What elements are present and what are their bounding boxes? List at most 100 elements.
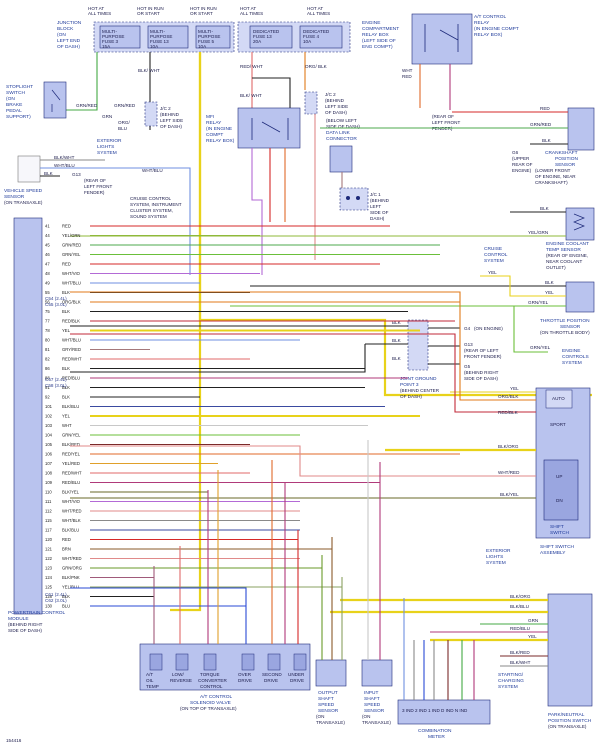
iss-l6: TRANSAXLE) (362, 720, 391, 725)
pcm-pin-color-label: WHT/BLK (62, 518, 81, 523)
g13-l3: FRONT FENDER) (464, 354, 502, 359)
lbl-pn-blkwht: BLK/WHT (510, 660, 531, 665)
dedicated-fuse-4 (299, 25, 343, 49)
iss-l3: SPEED (364, 702, 381, 708)
pcm-pin-color-label: BLK (62, 366, 70, 371)
pcm-l1: POWERTRAIN CONTROL (8, 610, 66, 616)
pcm-l2: MODULE (8, 616, 29, 622)
lbl-pn-blkorg: BLK/ORG (510, 594, 531, 599)
sol-at-oil: A/T (146, 672, 153, 677)
mfi-relay-symbol (251, 118, 289, 140)
pcm-pin-number: 108 (45, 471, 53, 476)
pcm-pin-color-label: GRN/YEL (62, 252, 81, 257)
fuse3-text2: PURPOSE (102, 34, 124, 39)
mfi-l4: COMPT (206, 132, 223, 138)
pcm-pin-number: 55 (45, 290, 50, 295)
oss-l4: SENSOR (318, 708, 339, 714)
pcm-pin-number: 123 (45, 566, 53, 571)
data-link-connector (329, 145, 353, 173)
jc1-l2: (BEHIND (370, 198, 390, 203)
lbl-orgblk: ORG/ BLK (305, 64, 328, 69)
junction-block-label: JUNCTION (57, 20, 82, 26)
stoplight-l5: PEDAL (6, 108, 22, 114)
dlc-l2: SIDE OF DASH) (326, 124, 360, 129)
pcm-pin-number: 81 (45, 347, 50, 352)
pcm-pin-number: 56 (45, 300, 50, 305)
ded4-t1: DEDICATED (303, 29, 330, 34)
sol-tcc3: CONTROL (200, 684, 223, 689)
lbl-grnred2: GRN/RED (114, 103, 136, 108)
jc1-l5: DASH) (370, 216, 385, 221)
at-control-relay (411, 13, 473, 65)
vss-l1: VEHICLE SPEED (4, 188, 43, 194)
pcm-pin-number: 41 (45, 224, 50, 229)
up-label: UP (556, 474, 562, 479)
ded4-t2: FUSE 4 (303, 34, 320, 39)
pcm-pin-number: 122 (45, 556, 53, 561)
atcr-l3: (IN ENGINE COMPT (474, 26, 519, 32)
pcm-l4: SIDE OF DASH) (8, 628, 42, 633)
stoplight-l3: (ON (6, 96, 15, 102)
wire-ss-redblk (70, 333, 536, 413)
cm-label2: METER (428, 734, 445, 740)
fuse3-text: MULTI- (102, 29, 117, 34)
sol-sd: SECOND (262, 672, 282, 677)
pcm-pin-number: 45 (45, 243, 50, 248)
pcm-pin-color-label: GRY/RED (62, 347, 81, 352)
pcm-connector-label: C54 (2.4L) (45, 296, 67, 301)
pcm-pin-number: 125 (45, 585, 53, 590)
pcm-pin-color-label: RED/YEL (62, 452, 81, 457)
coolant-resistor-symbol (573, 213, 585, 231)
at-control-solenoid-valve (139, 643, 311, 691)
stoplight-l1: STOPLIGHT (6, 84, 33, 90)
lbl-redwht: RED/ WHT (240, 64, 263, 69)
g13-top2: LEFT FRONT (432, 120, 460, 125)
pcm-pin-color-label: BLK (62, 594, 70, 599)
sol-od2: DRIVE (238, 678, 252, 683)
label-hot-run-2: HOT IN RUN (190, 6, 217, 11)
ded13-t1: DEDICATED (253, 29, 280, 34)
wire-whtvio-mfi (251, 148, 263, 275)
pcm-pin-color-label: BLK/BLU (62, 404, 79, 409)
jc2r-l4: OF DASH) (325, 110, 347, 115)
ecs-l3: SYSTEM (562, 360, 582, 366)
shift-switch-inner (543, 459, 579, 521)
pcm-pin-color-label: RED (62, 537, 71, 542)
cm-ind: 3 IND 2 IND 1 IND D IND N IND (402, 708, 468, 713)
cruise-note-l2: SYSTEM, INSTRUMENT (130, 202, 182, 207)
wire-ground-blk3 (70, 344, 366, 373)
lbl-orgblk-jc2b: BLU (118, 126, 127, 131)
oss-l5: (ON (316, 714, 324, 719)
lbl-grnred: GRN/RED (76, 103, 98, 108)
g6-l3: REAR OF (512, 162, 533, 167)
vss-l3: (ON TRANSAXLE) (4, 200, 43, 205)
coolant-l4: NEAR COOLANT (546, 259, 582, 264)
jc1-l3: LEFT (370, 204, 381, 209)
vss-g13: G13 (72, 172, 81, 177)
pcm-pin-number: 115 (45, 518, 52, 523)
g5-l3: SIDE OF DASH) (464, 376, 498, 381)
lbl-gnd-blk1: BLK (392, 320, 402, 325)
ded13-t2: FUSE 13 (253, 34, 272, 39)
ecrb-label3: RELAY BOX (362, 32, 390, 38)
g6-l4: ENGINE) (512, 168, 532, 173)
start-l1: STARTING/ (498, 672, 524, 678)
lbl-pn-yel: YEL (528, 634, 537, 639)
junction-block-label4: LEFT END (57, 38, 81, 44)
wire-sol-blu (70, 587, 247, 644)
mfi-l3: (IN ENGINE (206, 126, 232, 132)
g13-l1: G13 (464, 342, 473, 347)
lbl-tps-blk: BLK (545, 280, 555, 285)
sol-ud: UNDER (288, 672, 305, 677)
oss-l6: TRANSAXLE) (316, 720, 345, 725)
ded4-t3: 10A (303, 39, 312, 44)
atcr-l4: RELAY BOX) (474, 32, 503, 38)
ecrb-label2: COMPARTMENT (362, 26, 399, 32)
pcm-pin-color-label: BLK/BLU (62, 528, 79, 533)
pcm-pin-color-label: BLK (62, 309, 70, 314)
fuse5-text4: 10A (198, 44, 207, 49)
cruise-note-l1: CRUISE CONTROL (130, 196, 172, 201)
ext2-l3: SYSTEM (486, 560, 506, 566)
pcm-pin-number: 103 (45, 423, 53, 428)
lbl-yel: YEL (488, 270, 497, 275)
